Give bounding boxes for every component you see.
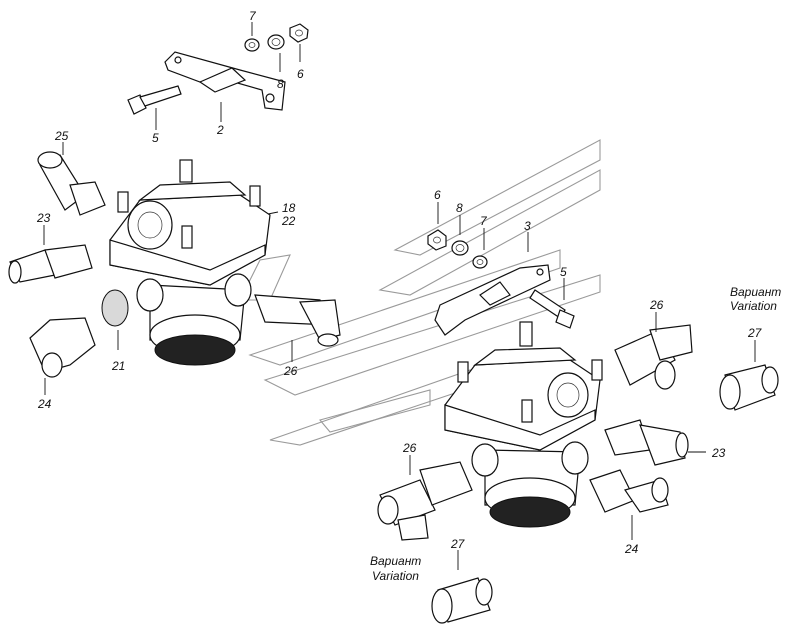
callout-labels: 7 8 6 5 2 25 18 22 23 21 24 26 6 8 7 3 5… (36, 9, 781, 583)
variant-label-en-right: Variation (730, 299, 777, 313)
callout-5-top: 5 (152, 131, 159, 145)
fitting-25 (37, 151, 106, 216)
callout-22: 22 (281, 214, 296, 228)
callout-8-right: 8 (456, 201, 463, 215)
callout-8-top: 8 (277, 77, 284, 91)
callout-5-right: 5 (560, 265, 567, 279)
callout-6-top: 6 (297, 67, 304, 81)
variant-label-ru-right: Вариант (730, 285, 781, 299)
callout-24-right: 24 (624, 542, 639, 556)
callout-18: 18 (282, 201, 296, 215)
bracket-2 (164, 51, 286, 111)
bolt-5-right (529, 289, 575, 329)
callout-26-bottom: 26 (402, 441, 417, 455)
nut-6-right (427, 229, 447, 251)
tee-26-bottom (377, 461, 473, 541)
variant-label-ru-bottom: Вариант (370, 554, 421, 568)
callout-27-bottom: 27 (450, 537, 466, 551)
variant-label-en-bottom: Variation (372, 569, 419, 583)
callout-25: 25 (54, 129, 69, 143)
fitting-24-left (29, 317, 96, 378)
callout-2: 2 (216, 123, 224, 137)
washer-7-right (472, 255, 488, 269)
washer-8-right (451, 240, 469, 256)
tee-26-right (614, 324, 693, 390)
valve-assembly-right (444, 321, 603, 528)
callout-7-right: 7 (480, 214, 488, 228)
fitting-27-bottom (431, 577, 493, 624)
washer-7-top (244, 38, 260, 52)
callout-3: 3 (524, 219, 531, 233)
filter-21 (101, 289, 129, 327)
fitting-23-right (604, 419, 689, 466)
callout-23-left: 23 (36, 211, 51, 225)
callout-26-left: 26 (283, 364, 298, 378)
callout-24-left: 24 (37, 397, 52, 411)
callout-6-right: 6 (434, 188, 441, 202)
callout-21: 21 (111, 359, 125, 373)
bolt-5-top (127, 85, 182, 115)
nut-6-top (289, 23, 309, 43)
callout-7-top: 7 (249, 9, 257, 23)
washer-8-top (267, 34, 285, 50)
callout-27-right: 27 (747, 326, 763, 340)
valve-assembly-left (109, 159, 271, 366)
leader-lines (43, 22, 756, 570)
callout-26-right: 26 (649, 298, 664, 312)
fitting-23-left (8, 244, 93, 284)
fitting-27-right (719, 364, 779, 411)
fitting-24-right (589, 469, 669, 513)
callout-23-right: 23 (711, 446, 726, 460)
bracket-3 (434, 264, 551, 336)
tee-26-left (254, 294, 341, 347)
